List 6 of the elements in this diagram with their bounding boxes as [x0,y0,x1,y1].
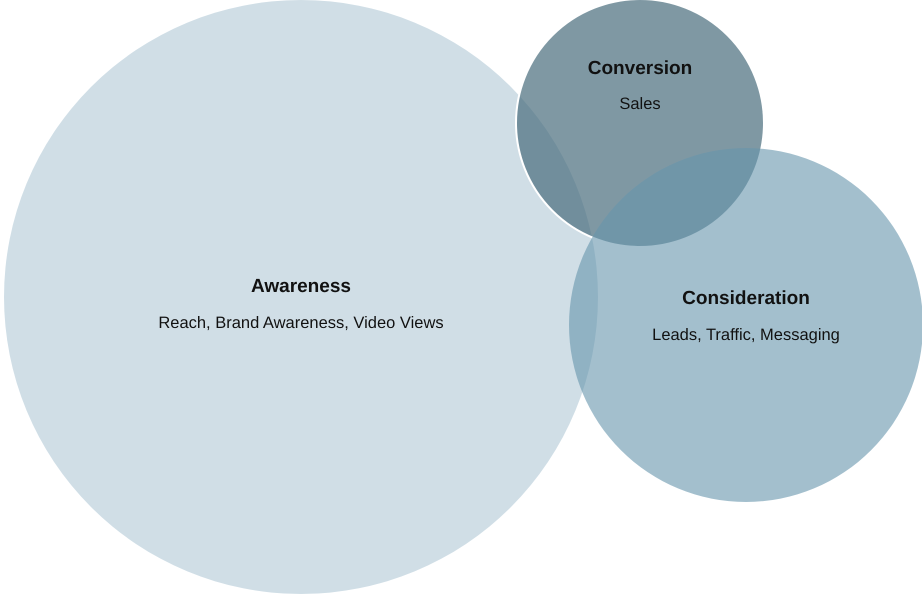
circle-title: Consideration [682,288,810,311]
circle-title: Conversion [588,58,692,81]
circle-title: Awareness [251,276,351,299]
circle-description: Sales [619,94,661,115]
circle-description: Reach, Brand Awareness, Video Views [158,314,444,334]
circle-description: Leads, Traffic, Messaging [652,326,840,346]
